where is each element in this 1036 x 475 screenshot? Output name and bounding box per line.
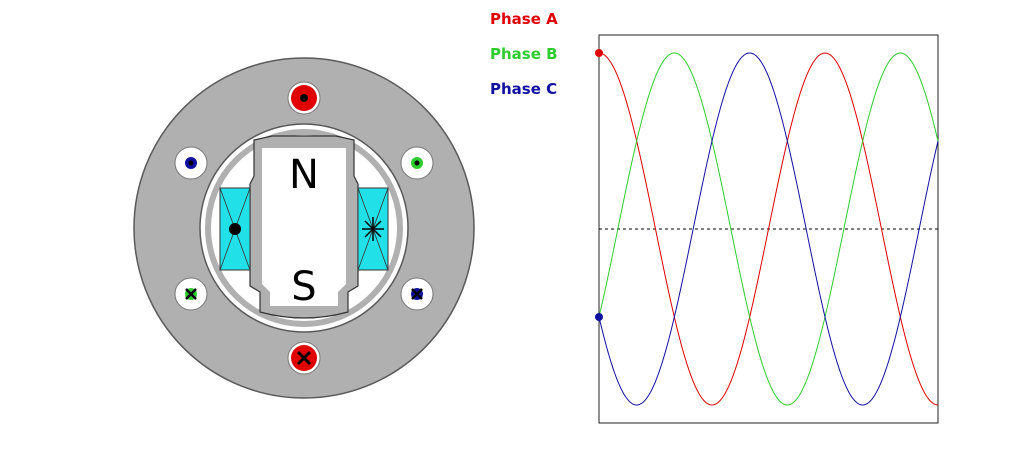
star-symbol xyxy=(362,217,384,241)
series-line-phase-c xyxy=(598,52,939,406)
marker-phase-a xyxy=(595,49,603,57)
rotor-body xyxy=(262,148,346,306)
series-layer xyxy=(598,52,939,406)
dot-symbol xyxy=(229,223,241,235)
legend-phase-a: Phase A xyxy=(490,10,558,28)
slot-c-upper-left xyxy=(174,146,208,180)
north-pole-label: N xyxy=(289,152,319,198)
series-line-phase-b xyxy=(598,52,939,406)
marker-phase-c xyxy=(595,313,603,321)
stator-inner-band xyxy=(205,129,403,327)
waveform-chart xyxy=(595,34,939,424)
legend-phase-c: Phase C xyxy=(490,80,557,98)
cross-symbol xyxy=(296,350,312,366)
series-line-phase-a xyxy=(598,52,939,406)
slot-a-top xyxy=(287,81,321,115)
motor-cross-section: N S xyxy=(133,57,475,399)
rotor: N S xyxy=(219,135,389,319)
south-pole-label: S xyxy=(291,264,316,310)
slot-a-bottom xyxy=(287,341,321,375)
slot-c-lower-right xyxy=(400,277,434,311)
legend: Phase A Phase B Phase C xyxy=(490,10,558,98)
slot-b-lower-left xyxy=(174,277,208,311)
marker-layer xyxy=(595,49,603,321)
dot-symbol xyxy=(300,94,308,102)
rotor-coil-right xyxy=(357,187,389,271)
rotor-coil-left xyxy=(219,187,251,271)
legend-phase-b: Phase B xyxy=(490,45,558,63)
slot-b-upper-right xyxy=(400,146,434,180)
